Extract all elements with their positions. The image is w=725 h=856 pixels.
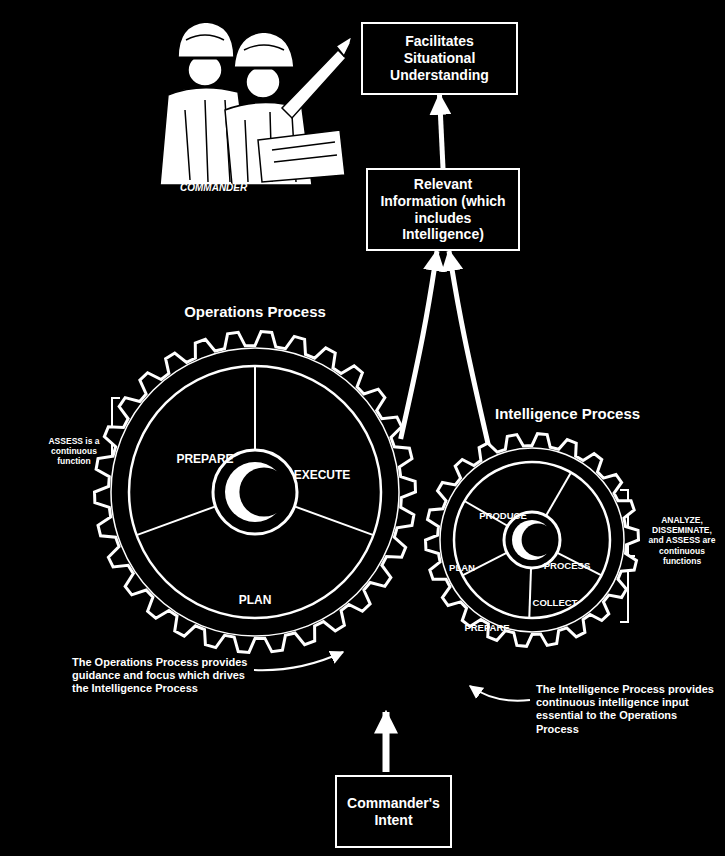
gear-segment: PLAN bbox=[449, 562, 475, 573]
gear-teeth bbox=[95, 332, 416, 653]
process-gear: Operations ProcessPREPARE EXECUTE PLAN bbox=[93, 303, 417, 654]
gear-segment: PREPARE bbox=[176, 452, 233, 466]
gear-segment: PRODUCE bbox=[479, 510, 527, 521]
gear-face bbox=[454, 462, 610, 618]
process-box: Relevant Information (which includes Int… bbox=[366, 168, 520, 251]
flow-arrow bbox=[449, 251, 489, 447]
segment-divider bbox=[546, 472, 571, 515]
pointer-arrow bbox=[254, 652, 343, 670]
gear-segment: COLLECT bbox=[533, 597, 578, 608]
gear-segment: PREPARE bbox=[464, 622, 509, 633]
segment-divider bbox=[529, 568, 531, 618]
segment-label: PRODUCE bbox=[479, 510, 527, 521]
gear-segment: PLAN bbox=[239, 593, 272, 607]
segment-divider bbox=[294, 506, 373, 535]
explanatory-note: The Operations Process provides guidance… bbox=[72, 656, 250, 696]
box-text: Commander's Intent bbox=[343, 795, 444, 829]
gear-outline bbox=[424, 432, 640, 648]
pointer-arrow bbox=[470, 686, 530, 701]
segment-divider bbox=[137, 506, 216, 535]
process-box: Commander's Intent bbox=[335, 775, 452, 848]
segment-label: PREPARE bbox=[464, 622, 509, 633]
commander-illustration bbox=[160, 22, 352, 185]
gear-segment: PROCESS bbox=[544, 560, 590, 571]
segment-divider bbox=[254, 366, 256, 450]
segment-label: PLAN bbox=[449, 562, 475, 573]
segment-label: EXECUTE bbox=[294, 468, 351, 482]
gear-segment: EXECUTE bbox=[294, 468, 351, 482]
bracket-note: ANALYZE, DISSEMINATE, and ASSESS are con… bbox=[645, 515, 719, 566]
process-gear: Intelligence ProcessPRODUCE PLAN PROCESS PR… bbox=[424, 405, 664, 648]
gear-rim bbox=[440, 448, 624, 632]
hub-crescent bbox=[239, 467, 288, 516]
box-text: Facilitates Situational Understanding bbox=[369, 33, 510, 83]
flow-arrow bbox=[401, 251, 437, 439]
bracket-note: ASSESS is a continuous function bbox=[44, 436, 104, 467]
gear-title: Operations Process bbox=[93, 303, 417, 320]
process-box: Facilitates Situational Understanding bbox=[361, 22, 518, 95]
flow-arrow bbox=[440, 95, 444, 168]
gear-title: Intelligence Process bbox=[495, 405, 664, 422]
box-text: Relevant Information (which includes Int… bbox=[374, 176, 512, 243]
intent-arrow bbox=[383, 712, 390, 772]
segment-label: PREPARE bbox=[176, 452, 233, 466]
gear-rim bbox=[111, 348, 399, 636]
hub-crescent bbox=[522, 524, 555, 557]
figure-caption: COMMANDER bbox=[180, 182, 300, 194]
gear-face bbox=[129, 366, 381, 618]
explanatory-note: The Intelligence Process provides contin… bbox=[536, 683, 720, 736]
segment-label: PLAN bbox=[239, 593, 272, 607]
segment-label: PROCESS bbox=[544, 560, 590, 571]
gear-teeth bbox=[426, 434, 639, 647]
segment-label: COLLECT bbox=[533, 597, 578, 608]
